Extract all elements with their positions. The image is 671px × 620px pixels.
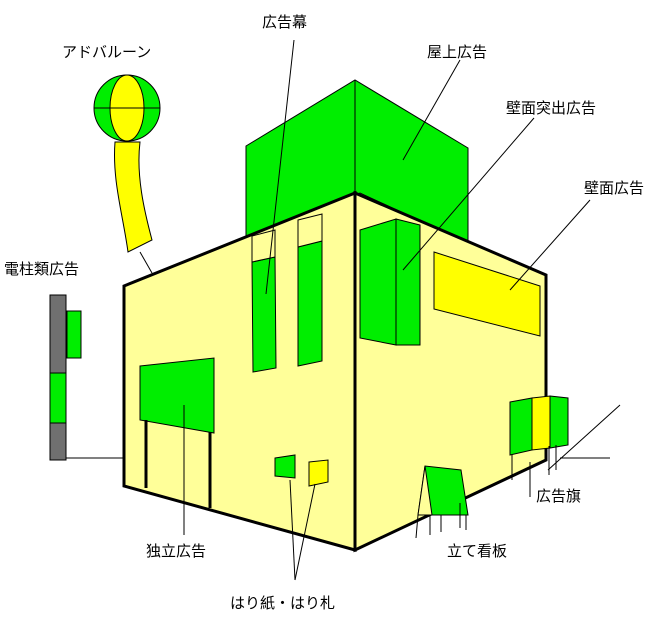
label-rooftop-ad: 屋上広告: [427, 43, 487, 61]
label-ad-flag: 広告旗: [536, 487, 581, 505]
freestanding-ad: [139, 357, 215, 508]
standing-sign: [415, 465, 469, 539]
leader-lines: [183, 39, 591, 581]
ad-flags: [509, 395, 569, 480]
label-wall-ad: 壁面広告: [584, 179, 644, 197]
utility-pole-ad: [49, 294, 82, 461]
label-wall-projecting-ad: 壁面突出広告: [506, 99, 596, 117]
wall-ad: [433, 251, 541, 337]
ad-curtain: [251, 213, 323, 373]
label-ad-curtain: 広告幕: [262, 13, 307, 31]
label-freestanding-ad: 独立広告: [146, 542, 206, 560]
wall-projecting-ad: [359, 218, 421, 346]
ground-line-diagonal: [547, 404, 621, 471]
ad-balloon: [93, 74, 161, 274]
label-ad-balloon: アドバルーン: [62, 43, 151, 61]
label-utility-pole-ad: 電柱類広告: [4, 260, 79, 278]
label-standing-sign: 立て看板: [447, 542, 507, 560]
posters-tags: [274, 454, 329, 487]
label-posters-tags: はり紙・はり札: [230, 594, 335, 612]
